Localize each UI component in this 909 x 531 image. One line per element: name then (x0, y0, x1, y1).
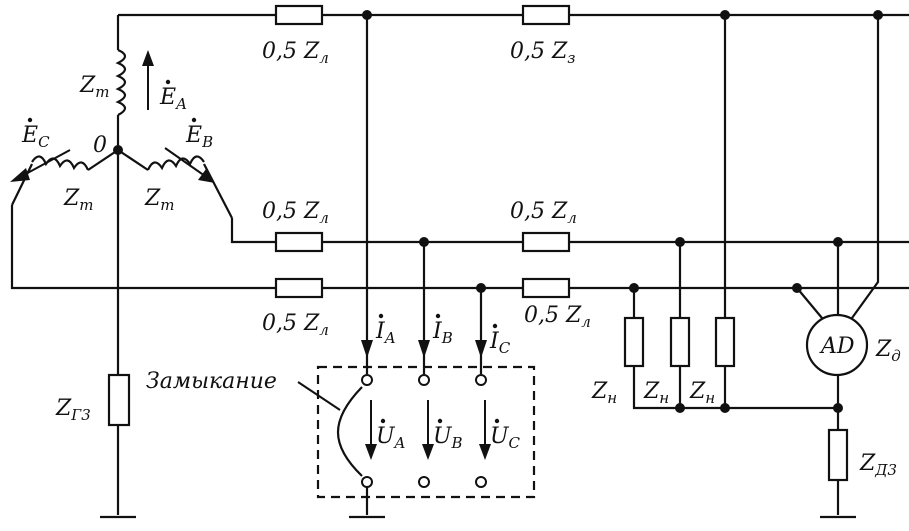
load-star-node (675, 403, 685, 413)
emf-arrow-a (142, 50, 154, 110)
generator-winding-a (115, 15, 127, 150)
label-zt-a: Zт (79, 73, 110, 101)
label-emf-b: EB (185, 123, 213, 151)
label-line-b2: 0,5 Zл (510, 199, 577, 227)
terminal-top-b (418, 374, 430, 386)
label-current-b: IB (432, 319, 453, 347)
current-arrow-c (475, 340, 487, 358)
line-impedance-a1 (274, 4, 324, 26)
fault-box (316, 365, 536, 499)
terminal-top-a (361, 374, 373, 386)
terminal-bottom-a (361, 476, 373, 488)
label-emf-a: EA (159, 85, 187, 113)
label-zd3: ZД3 (859, 451, 897, 479)
phase-c-bus (10, 205, 909, 290)
label-line-c2: 0,5 Zл (524, 303, 591, 331)
emf-arrow-b (164, 147, 215, 183)
label-fault: Замыкание (146, 369, 277, 394)
line-impedance-c1 (274, 277, 324, 299)
label-zn-2: Zн (643, 379, 669, 407)
zg3-resistor (107, 373, 131, 427)
label-voltage-b: UB (433, 424, 463, 452)
terminal-bottom-c (475, 476, 487, 488)
label-zg3: ZГ3 (55, 396, 91, 424)
line-impedance-b1 (274, 231, 324, 253)
neutral-ground-branch (100, 150, 136, 519)
label-emf-c: EC (21, 123, 50, 151)
load-resistor-3 (714, 316, 736, 368)
label-neutral: 0 (93, 133, 107, 158)
label-zt-b: Zт (144, 186, 175, 214)
label-motor-ad: AD (819, 334, 855, 359)
line-impedance-b2 (521, 231, 571, 253)
label-voltage-a: UA (376, 424, 406, 452)
label-current-a: IA (375, 319, 396, 347)
fault-label-leader (297, 381, 341, 411)
label-zn-1: Zн (591, 379, 617, 407)
line-impedance-c2 (521, 277, 571, 299)
emf-arrow-c (10, 149, 71, 182)
label-zn-3: Zн (689, 379, 715, 407)
current-arrow-a (361, 340, 373, 358)
current-arrow-b (418, 340, 430, 358)
terminal-bottom-b (418, 476, 430, 488)
label-current-c: IC (489, 329, 511, 357)
voltage-arrow-a (365, 400, 377, 460)
fault-short-arc (337, 386, 363, 477)
generator-winding-b (117, 149, 233, 219)
zd3-resistor (827, 428, 849, 482)
load-resistor-1 (623, 316, 645, 368)
label-zt-c: Zт (63, 186, 94, 214)
voltage-arrow-b (422, 400, 434, 460)
line-impedance-a2 (521, 4, 571, 26)
voltage-arrow-c (479, 400, 491, 460)
label-voltage-c: UC (490, 424, 521, 452)
motor-star-node (833, 403, 843, 413)
load-star-node-2 (720, 403, 730, 413)
generator-winding-c (11, 149, 119, 206)
label-line-c1: 0,5 Zл (262, 311, 329, 339)
label-line-a2: 0,5 Zз (510, 39, 575, 67)
label-line-b1: 0,5 Zл (262, 199, 329, 227)
terminal-top-c (475, 374, 487, 386)
label-line-a1: 0,5 Zл (262, 39, 329, 67)
label-zd: Zд (875, 337, 901, 365)
load-resistor-2 (669, 316, 691, 368)
